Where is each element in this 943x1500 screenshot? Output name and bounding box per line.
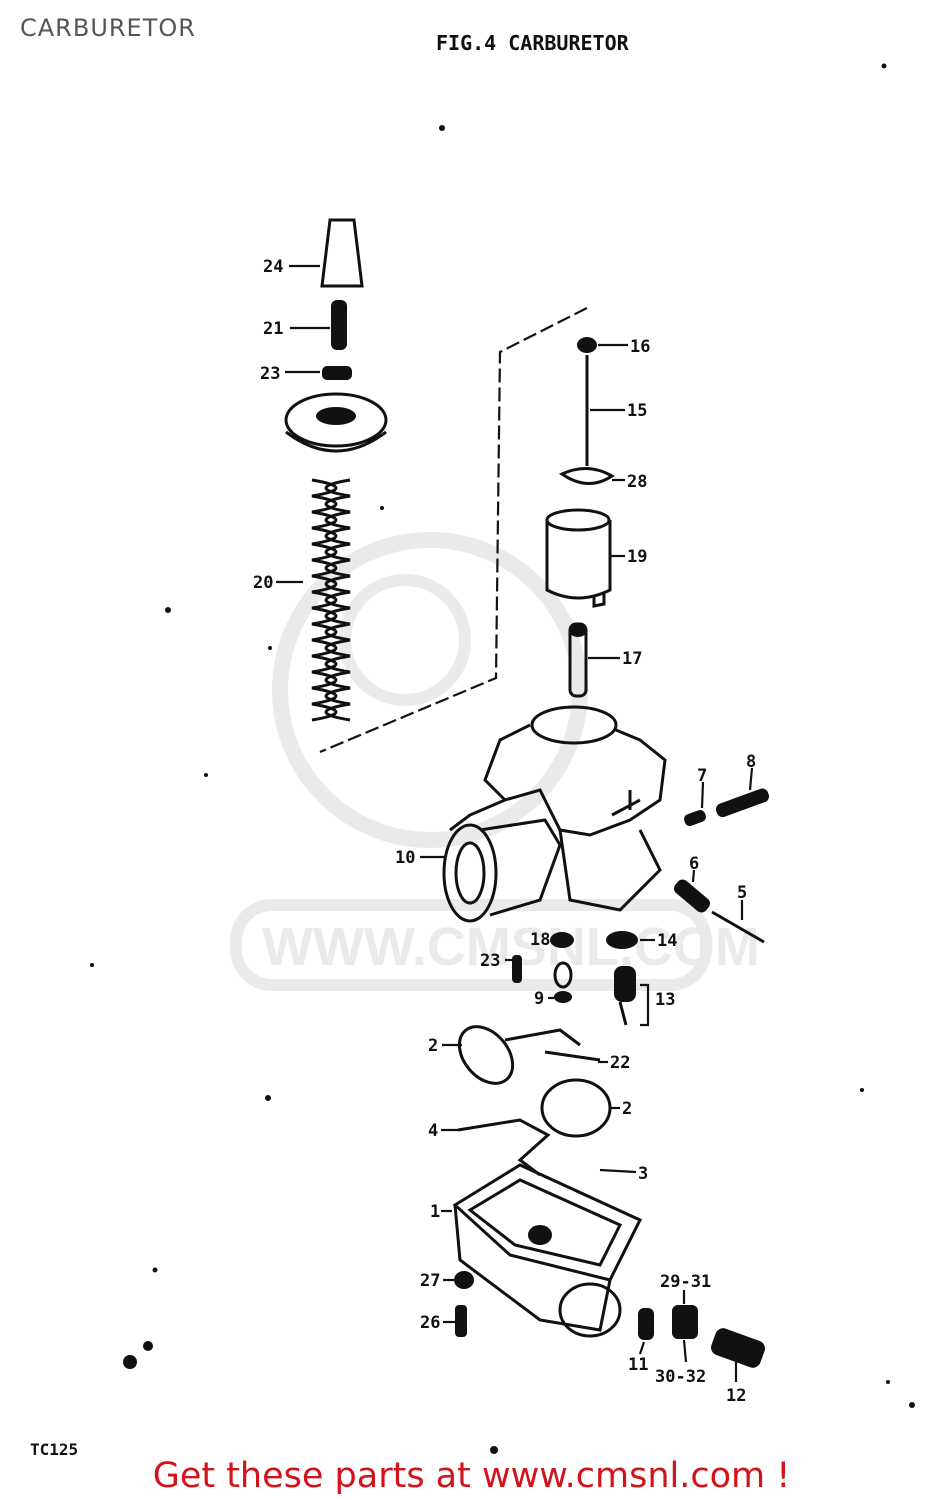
callout-4: 4	[428, 1121, 438, 1141]
callout-6: 6	[689, 854, 699, 874]
callout-27: 27	[420, 1271, 440, 1291]
callout-22: 22	[610, 1053, 630, 1073]
callout-9: 9	[534, 989, 544, 1009]
jets-group	[505, 931, 655, 1027]
cable-adjuster	[290, 300, 347, 350]
callout-3: 3	[638, 1164, 648, 1184]
page-title: CARBURETOR	[20, 14, 196, 42]
callout-10: 10	[395, 848, 415, 868]
callout-28: 28	[627, 472, 647, 492]
jet-needle	[585, 355, 625, 466]
throttle-valve	[545, 508, 625, 608]
callout-11: 11	[628, 1355, 648, 1375]
assembly-bracket	[319, 307, 588, 754]
callout-30-32: 30-32	[655, 1367, 706, 1387]
diagram-code: TC125	[30, 1440, 78, 1459]
callout-29-31: 29-31	[660, 1272, 711, 1292]
shop-link-banner[interactable]: Get these parts at www.cmsnl.com !	[152, 1456, 791, 1496]
air-screw	[684, 767, 770, 826]
drain-screw	[443, 1271, 474, 1337]
throttle-stop-screw	[673, 869, 765, 944]
callout-20: 20	[253, 573, 273, 593]
needle-jet	[568, 622, 620, 698]
callout-2b: 2	[622, 1099, 632, 1119]
figure-title: FIG.4 CARBURETOR	[436, 31, 630, 55]
callout-8: 8	[746, 752, 756, 772]
callout-17: 17	[622, 649, 642, 669]
callout-1: 1	[430, 1202, 440, 1222]
throttle-spring	[276, 478, 351, 722]
callout-2a: 2	[428, 1036, 438, 1056]
float-assembly	[442, 1025, 620, 1138]
callout-23b: 23	[480, 951, 500, 971]
carburetor-body	[420, 705, 667, 923]
needle-clip	[577, 337, 628, 353]
callout-16: 16	[630, 337, 650, 357]
mixing-chamber-top	[284, 392, 388, 453]
callout-18: 18	[530, 930, 550, 950]
callout-19: 19	[627, 547, 647, 567]
callout-26: 26	[420, 1313, 440, 1333]
callout-14: 14	[657, 931, 677, 951]
main-jet-group	[638, 1290, 765, 1382]
lock-nut	[285, 366, 352, 380]
callout-12: 12	[726, 1386, 746, 1406]
gasket	[441, 1118, 637, 1177]
callout-13: 13	[655, 990, 675, 1010]
callout-23: 23	[260, 364, 280, 384]
callout-21: 21	[263, 319, 283, 339]
float-bowl	[441, 1163, 643, 1338]
callout-5: 5	[737, 883, 747, 903]
rubber-cap	[289, 218, 364, 288]
scan-speckles	[90, 63, 915, 1454]
callout-24: 24	[263, 257, 283, 277]
needle-plate	[558, 467, 625, 485]
watermark-text: WWW.CMSNL.COM	[262, 917, 760, 977]
callout-15: 15	[627, 401, 647, 421]
callout-7: 7	[697, 766, 707, 786]
